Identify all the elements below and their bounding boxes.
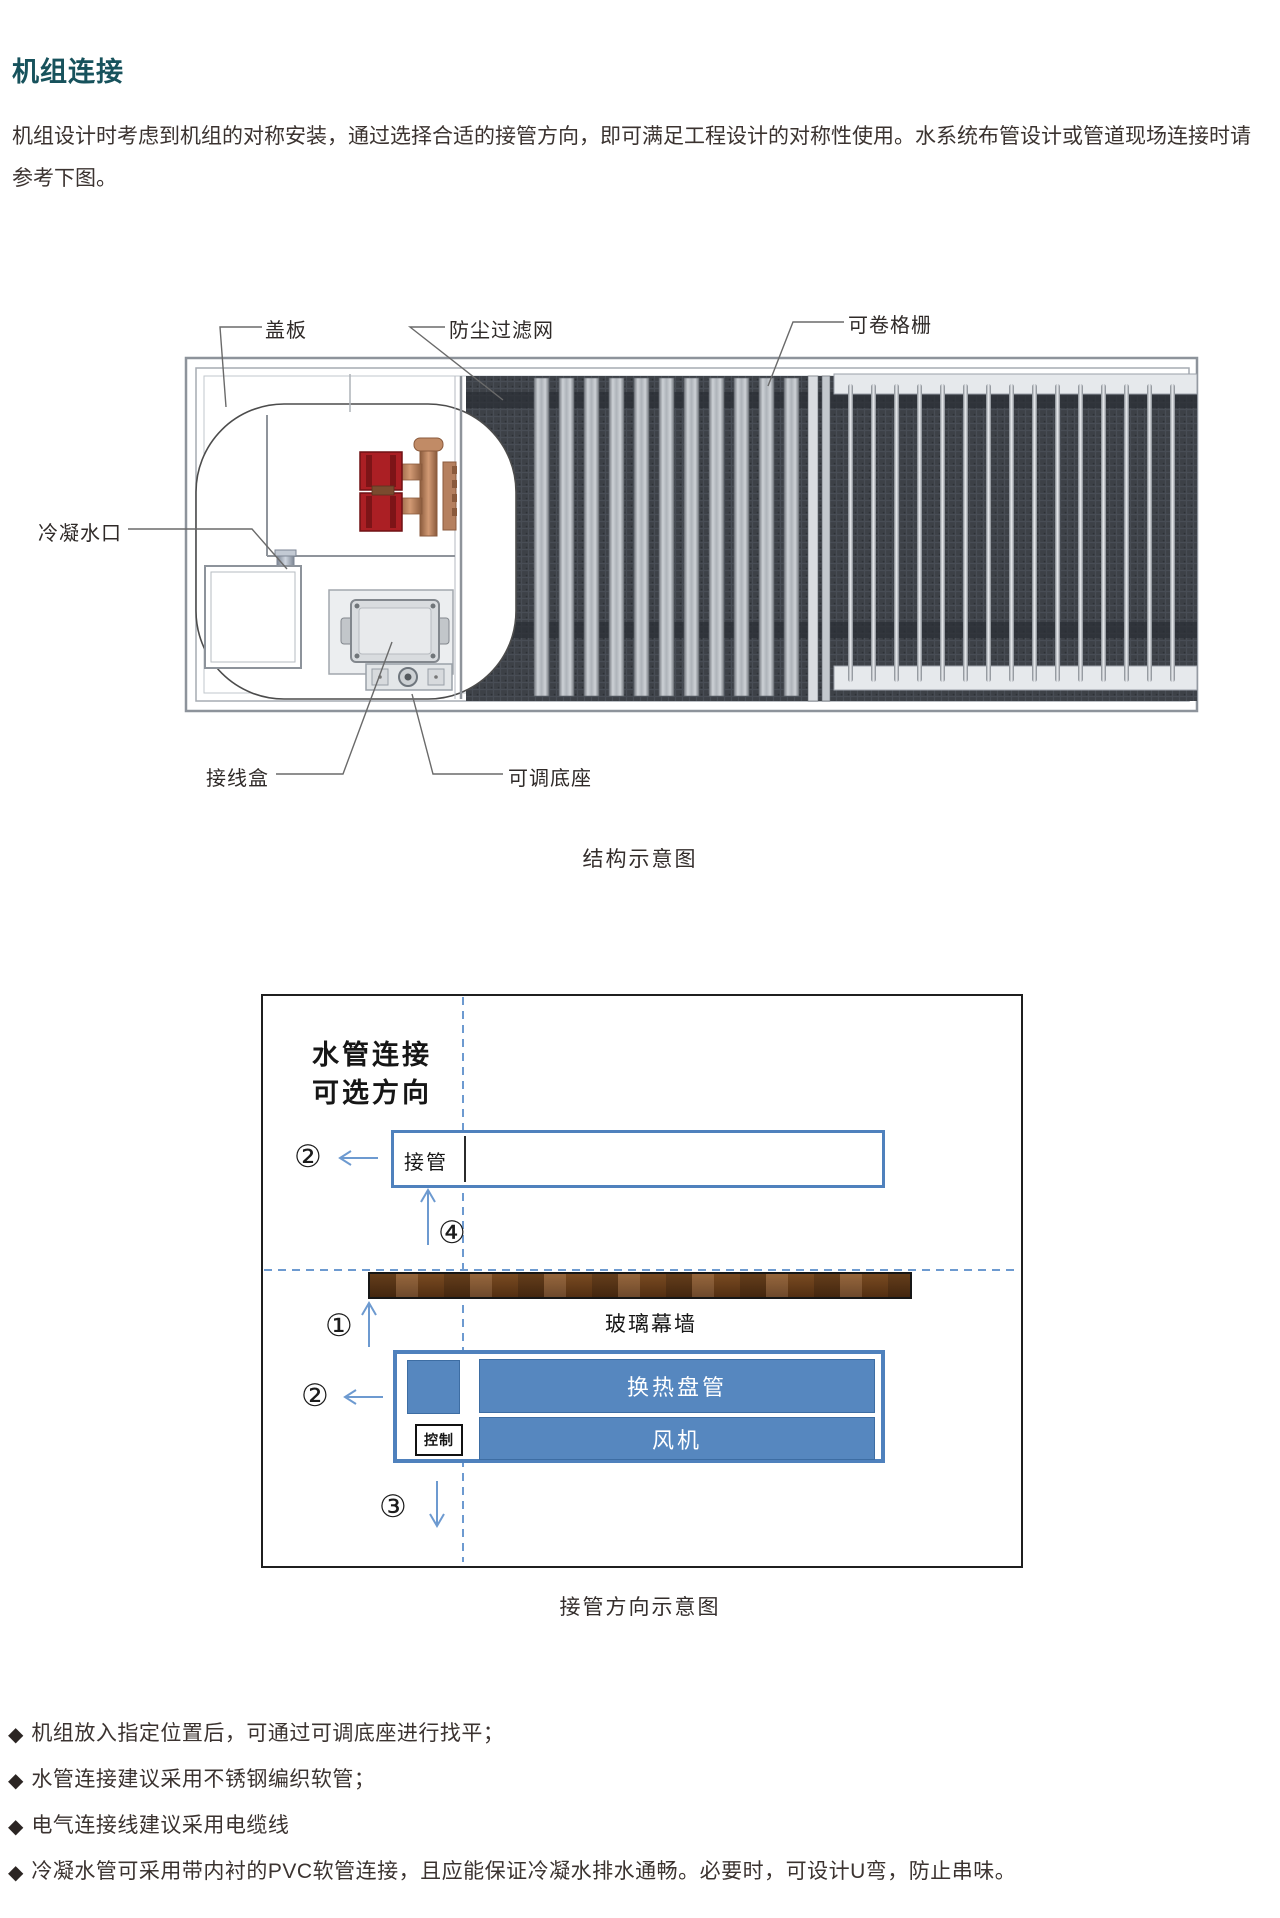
- leader-lines: [128, 321, 844, 775]
- diamond-bullet-icon: ◆: [8, 1814, 24, 1838]
- adjustable-base: [365, 663, 453, 691]
- glass-curtain-wall-label: 玻璃幕墙: [605, 1312, 697, 1336]
- rollable-grille-bars: [833, 373, 1198, 691]
- fan-bar: 风机: [479, 1417, 875, 1460]
- note-text: 机组放入指定位置后，可通过可调底座进行找平；: [31, 1722, 505, 1745]
- direction-number-2-top: ②: [294, 1139, 322, 1175]
- direction-number-2-mid: ②: [301, 1378, 329, 1414]
- pipe-connection-label: 接管: [404, 1152, 448, 1174]
- direction-options-title: 水管连接 可选方向: [312, 1036, 432, 1112]
- diamond-bullet-icon: ◆: [8, 1768, 24, 1792]
- note-text: 电气连接线建议采用电缆线: [31, 1814, 290, 1837]
- note-item: ◆ 机组放入指定位置后，可通过可调底座进行找平；: [8, 1720, 1268, 1748]
- glass-curtain-wall-bar: [368, 1272, 912, 1299]
- pipe-connection-compartment: [407, 1360, 460, 1414]
- direction-number-3: ③: [379, 1489, 407, 1525]
- pipe-connection-box: [391, 1130, 885, 1188]
- structure-diagram-illustration: [128, 321, 1199, 775]
- diamond-bullet-icon: ◆: [8, 1722, 24, 1746]
- note-item: ◆ 电气连接线建议采用电缆线: [8, 1812, 1268, 1840]
- label-cover-plate: 盖板: [265, 320, 307, 342]
- note-text: 水管连接建议采用不锈钢编织软管；: [31, 1768, 376, 1791]
- cover-plate-area: [266, 374, 463, 699]
- direction-options-title-line1: 水管连接: [312, 1040, 432, 1070]
- direction-number-4: ④: [438, 1215, 466, 1251]
- control-box: 控制: [415, 1424, 463, 1456]
- grille-wide-slats: [533, 375, 831, 702]
- note-text: 冷凝水管可采用带内衬的PVC软管连接，且应能保证冷凝水排水通畅。必要时，可设计U…: [31, 1860, 1017, 1883]
- page-title: 机组连接: [12, 57, 124, 87]
- label-dust-filter: 防尘过滤网: [449, 320, 554, 342]
- note-item: ◆ 水管连接建议采用不锈钢编织软管；: [8, 1766, 1268, 1794]
- valve-assembly: [359, 437, 457, 537]
- note-item: ◆ 冷凝水管可采用带内衬的PVC软管连接，且应能保证冷凝水排水通畅。必要时，可设…: [8, 1858, 1268, 1886]
- piping-diagram-guides: [264, 997, 1018, 1562]
- structure-diagram-caption: 结构示意图: [582, 848, 698, 871]
- left-compartment-box: [204, 565, 302, 669]
- dust-filter-mesh: [466, 376, 1197, 701]
- label-adjustable-base: 可调底座: [508, 768, 592, 790]
- piping-diagram-caption: 接管方向示意图: [559, 1596, 721, 1619]
- label-condensate-outlet: 冷凝水口: [38, 523, 122, 545]
- pipe-box-divider-line: [464, 1136, 466, 1182]
- label-rollable-grille: 可卷格栅: [848, 315, 932, 337]
- direction-number-1: ①: [325, 1308, 353, 1344]
- direction-options-title-line2: 可选方向: [312, 1078, 432, 1108]
- diamond-bullet-icon: ◆: [8, 1860, 24, 1884]
- heat-exchange-coil-bar: 换热盘管: [479, 1359, 875, 1413]
- intro-paragraph: 机组设计时考虑到机组的对称安装，通过选择合适的接管方向，即可满足工程设计的对称性…: [12, 125, 1251, 190]
- label-junction-box: 接线盒: [206, 768, 269, 790]
- junction-box: [328, 589, 454, 675]
